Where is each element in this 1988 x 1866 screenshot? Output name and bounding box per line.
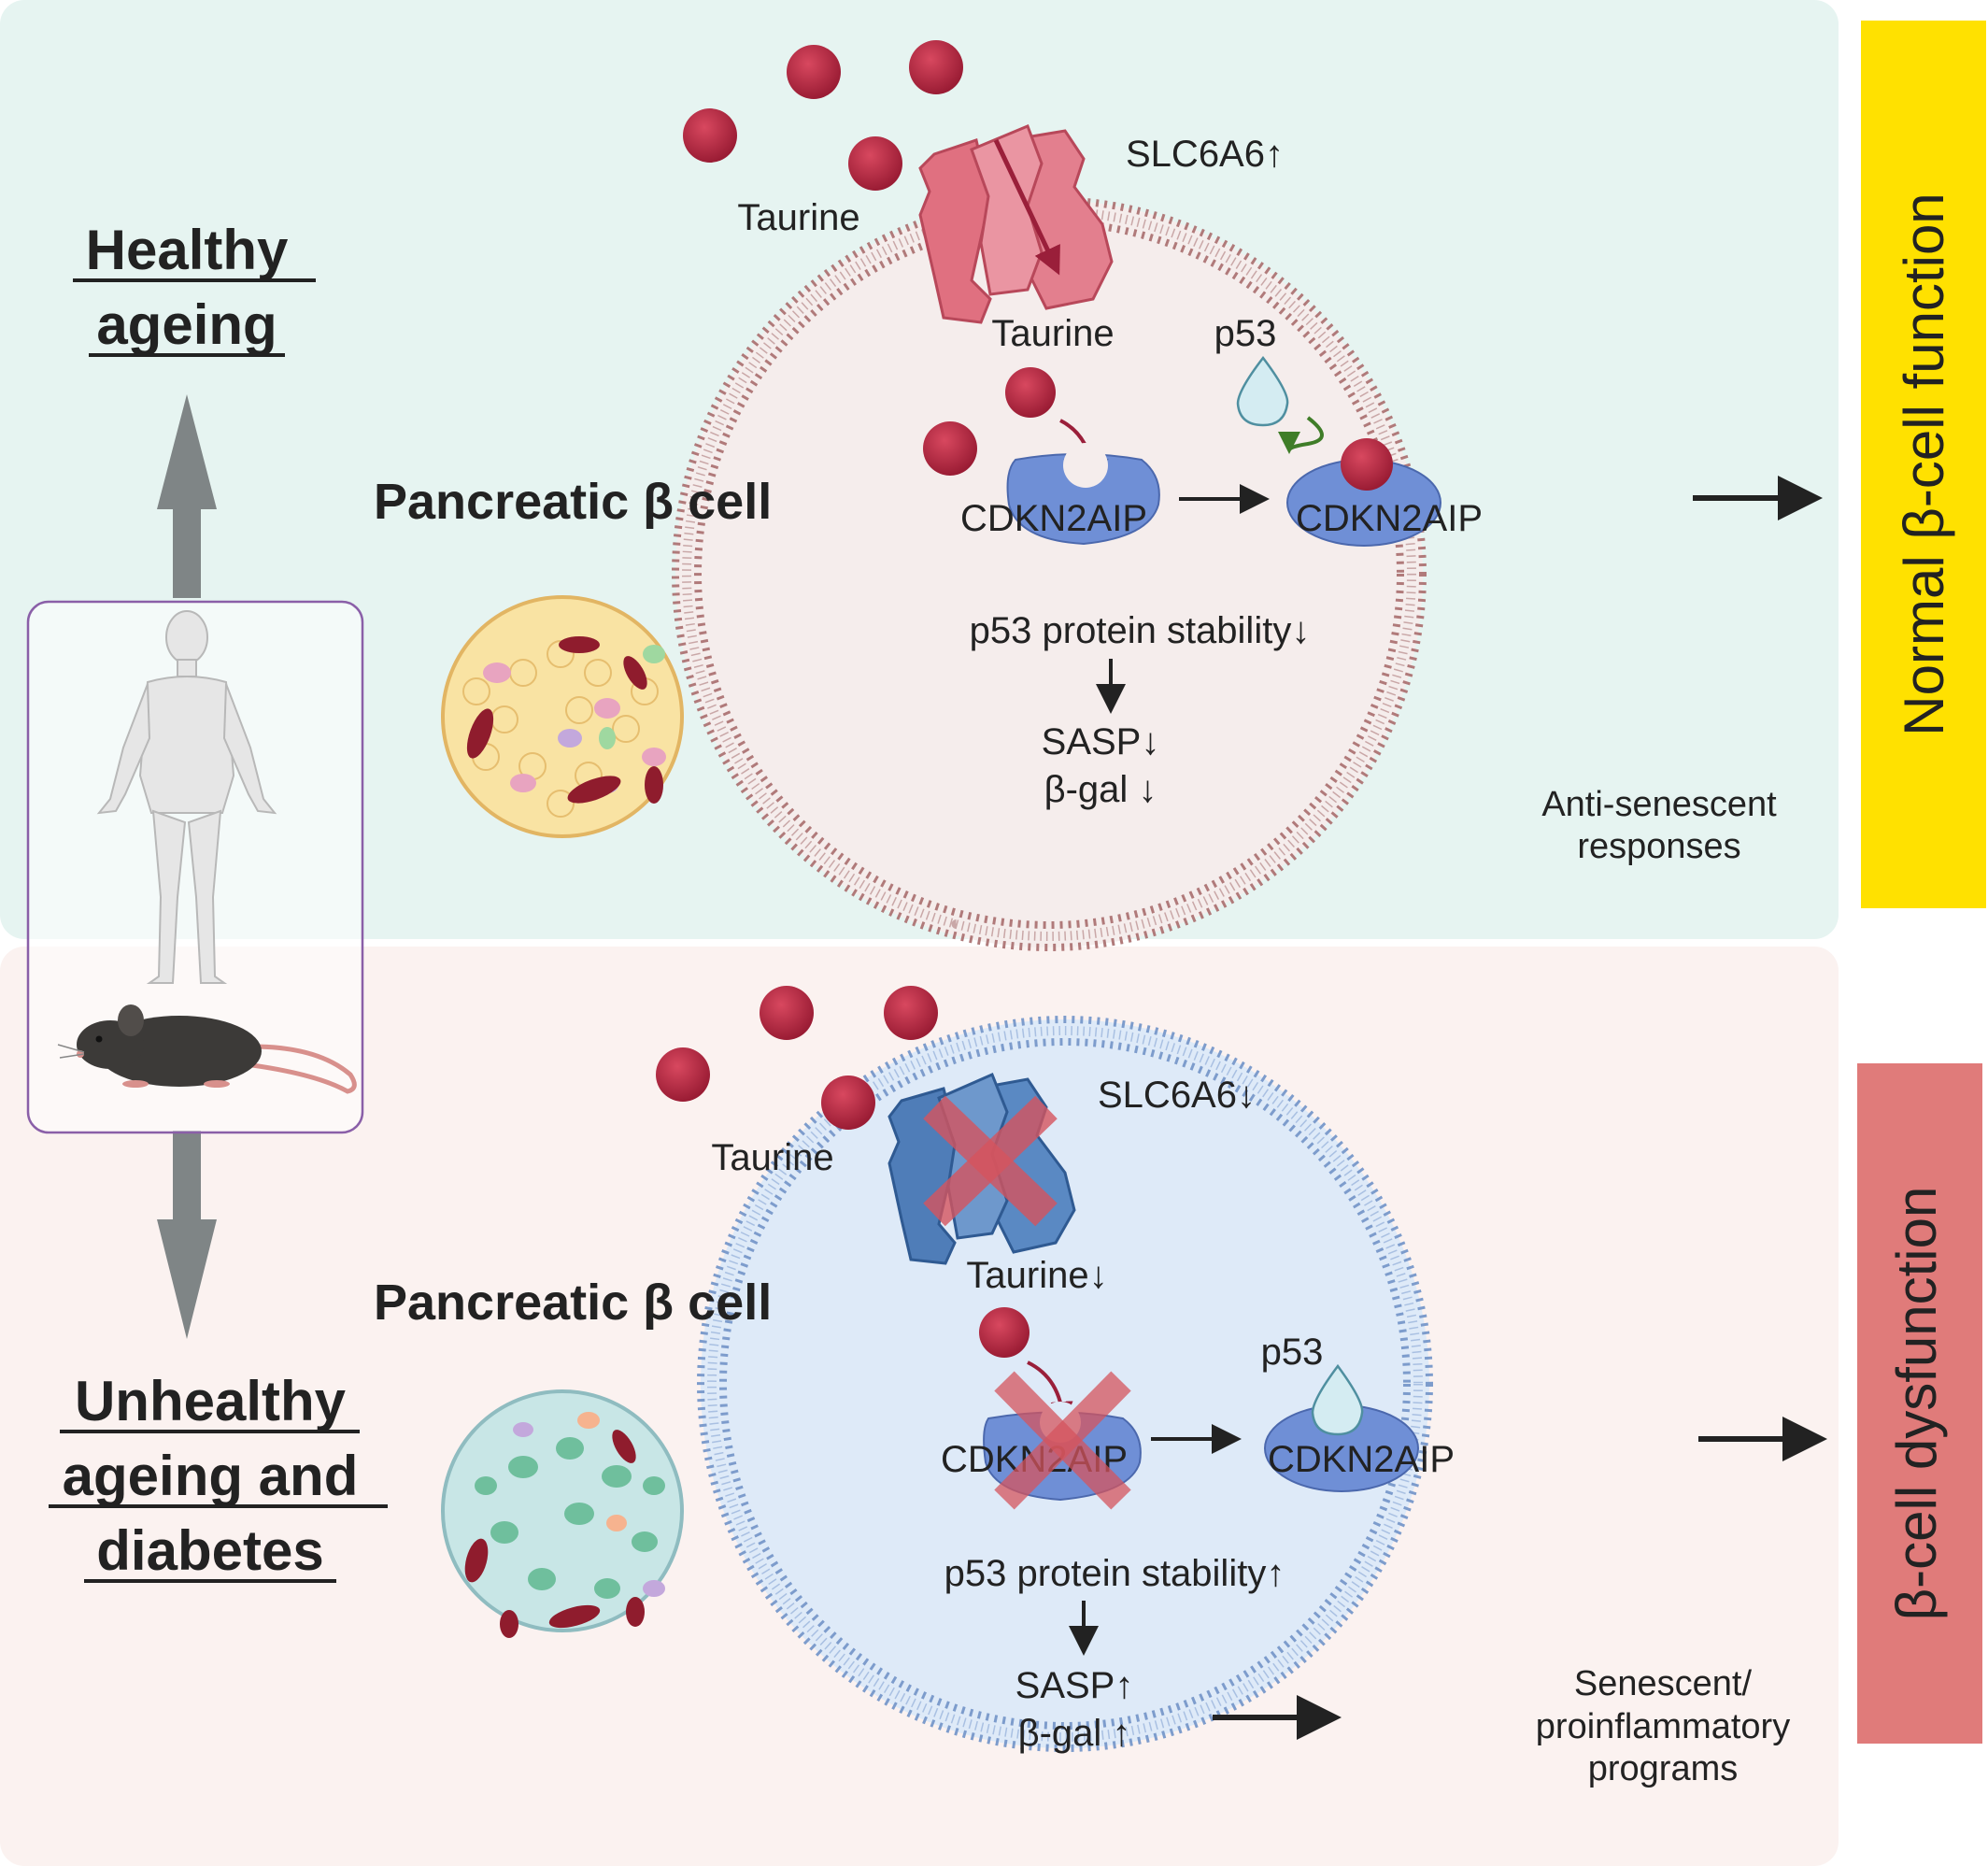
down-arrow-icon [157, 1131, 217, 1339]
taurine-molecule-icon [923, 421, 977, 476]
unhealthy-cell [697, 1016, 1433, 1752]
anti-senescent-line2: responses [1577, 827, 1740, 866]
senescent-line1: Senescent/ [1574, 1664, 1753, 1703]
p53-label-unhealthy: p53 [1261, 1332, 1324, 1373]
senescent-line3: programs [1588, 1749, 1739, 1788]
p53-release-arrow-healthy [1278, 416, 1324, 454]
up-arrow-icon [157, 394, 217, 598]
dysfunction-label: β-cell dysfunction [1885, 1187, 1948, 1621]
mouse-icon [57, 1004, 357, 1094]
taurine-molecule-icon [656, 986, 938, 1130]
taurine-inside-label-healthy: Taurine [991, 313, 1114, 354]
sasp-label-unhealthy: SASP↑ [1015, 1665, 1134, 1706]
anti-senescent-line1: Anti-senescent [1541, 785, 1777, 824]
unhealthy-title-line3: diabetes [96, 1519, 323, 1582]
healthy-ageing-title: Healthy ageing [73, 219, 316, 357]
slc6a6-label-healthy: SLC6A6↑ [1126, 134, 1284, 175]
healthy-title-line2: ageing [96, 293, 277, 356]
blocked-binding-cross-icon [994, 1371, 1131, 1510]
healthy-islet-icon [441, 595, 684, 838]
normal-function-label-box [1861, 21, 1986, 908]
human-figure-icon [96, 610, 277, 984]
p53-droplet-icon [1311, 1363, 1364, 1436]
slc6a6-transporter-icon-healthy [918, 124, 1114, 324]
dysfunction-label-box [1857, 1063, 1982, 1744]
bgal-label-unhealthy: β-gal ↑ [1018, 1713, 1131, 1754]
p53-stability-label-unhealthy: p53 protein stability↑ [944, 1553, 1285, 1594]
taurine-molecule-icon [683, 40, 963, 191]
normal-function-label: Normal β-cell function [1893, 192, 1955, 735]
taurine-outside-label-unhealthy: Taurine [711, 1137, 833, 1178]
p53-label-healthy: p53 [1214, 313, 1277, 354]
unhealthy-ageing-title: Unhealthy ageing and diabetes [49, 1370, 388, 1583]
cdkn2aip-right-label-unhealthy: CDKN2AIP [1268, 1439, 1455, 1480]
p53-droplet-icon [1236, 355, 1289, 427]
cell-label-unhealthy: Pancreatic β cell [374, 1275, 772, 1331]
healthy-cell [672, 196, 1427, 951]
unhealthy-title-line1: Unhealthy [75, 1370, 347, 1432]
bgal-label-healthy: β-gal ↓ [1044, 769, 1157, 810]
slc6a6-transporter-icon-unhealthy [888, 1073, 1076, 1265]
taurine-outside-label-healthy: Taurine [737, 197, 859, 238]
unhealthy-islet-icon [441, 1389, 684, 1638]
cdkn2aip-protein-healthy-left [1006, 443, 1160, 546]
slc6a6-label-unhealthy: SLC6A6↓ [1098, 1075, 1256, 1116]
taurine-molecule-icon [979, 1307, 1030, 1358]
p53-stability-label-healthy: p53 protein stability↓ [970, 610, 1311, 651]
cdkn2aip-left-label-healthy: CDKN2AIP [960, 498, 1147, 539]
healthy-title-line1: Healthy [86, 219, 289, 281]
taurine-inside-label-unhealthy: Taurine↓ [966, 1255, 1107, 1296]
sasp-label-healthy: SASP↓ [1042, 721, 1160, 762]
taurine-molecule-icon [1005, 367, 1056, 418]
unhealthy-title-line2: ageing and [63, 1445, 359, 1507]
taurine-molecule-icon [1341, 438, 1393, 491]
cell-label-healthy: Pancreatic β cell [374, 474, 772, 530]
cdkn2aip-right-label-healthy: CDKN2AIP [1296, 498, 1483, 539]
senescent-line2: proinflammatory [1536, 1707, 1790, 1746]
